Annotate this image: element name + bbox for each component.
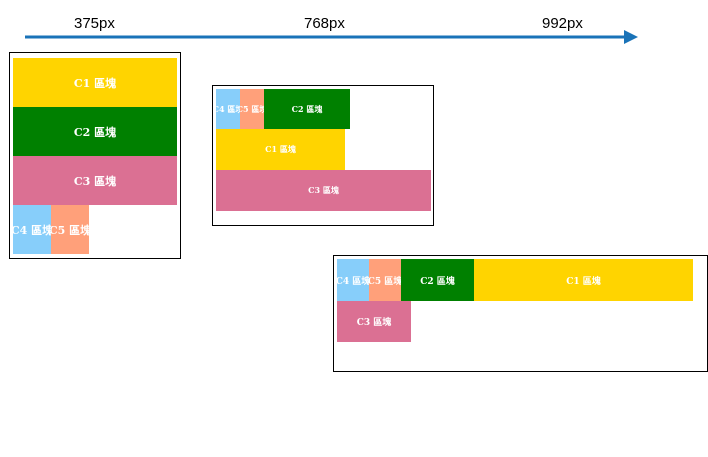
- block-c2: C2 區塊: [401, 259, 474, 301]
- block-c1: C1 區塊: [216, 129, 345, 170]
- block-c4: C4 區塊: [13, 205, 51, 254]
- breakpoint-label-992: 992px: [542, 15, 583, 32]
- block-c3: C3 區塊: [13, 156, 177, 205]
- layout-992-frame: C4 區塊 C5 區塊 C2 區塊 C1 區塊 C3 區塊: [333, 255, 708, 372]
- block-c1: C1 區塊: [13, 58, 177, 107]
- breakpoint-label-375: 375px: [74, 15, 115, 32]
- block-c4: C4 區塊: [216, 89, 240, 129]
- breakpoint-arrow: [25, 30, 638, 44]
- block-c5: C5 區塊: [369, 259, 401, 301]
- block-c2: C2 區塊: [264, 89, 350, 129]
- block-c1: C1 區塊: [474, 259, 693, 301]
- block-c4: C4 區塊: [337, 259, 369, 301]
- block-c3: C3 區塊: [216, 170, 431, 211]
- layout-375-frame: C1 區塊 C2 區塊 C3 區塊 C4 區塊 C5 區塊: [9, 52, 181, 259]
- layout-768-frame: C4 區塊 C5 區塊 C2 區塊 C1 區塊 C3 區塊: [212, 85, 434, 226]
- breakpoint-label-768: 768px: [304, 15, 345, 32]
- block-c2: C2 區塊: [13, 107, 177, 156]
- block-c5: C5 區塊: [240, 89, 264, 129]
- block-c5: C5 區塊: [51, 205, 89, 254]
- block-c3: C3 區塊: [337, 301, 411, 342]
